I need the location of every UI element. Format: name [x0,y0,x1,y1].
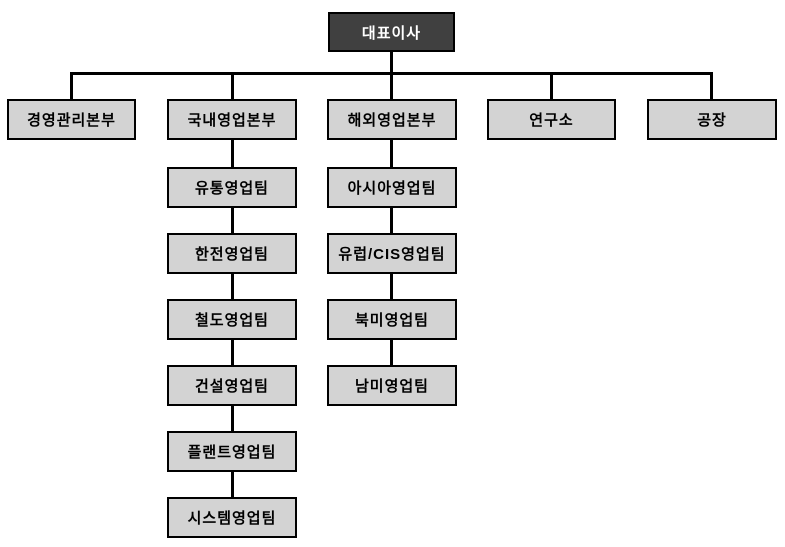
connector-overseas-3 [390,274,393,299]
connector-drop-factory [710,72,713,99]
connector-overseas-1 [390,140,393,167]
connector-overseas-4 [390,340,393,365]
connector-domestic-4 [231,340,234,365]
org-node-research-institute: 연구소 [487,99,616,140]
org-node-kepco-sales-team: 한전영업팀 [167,233,297,274]
org-node-management-division: 경영관리본부 [7,99,136,140]
org-node-domestic-sales-division: 국내영업본부 [167,99,297,140]
org-node-north-america-sales-team: 북미영업팀 [327,299,457,340]
connector-domestic-6 [231,472,234,497]
org-node-factory: 공장 [647,99,777,140]
org-node-overseas-sales-division: 해외영업본부 [327,99,457,140]
org-node-south-america-sales-team: 남미영업팀 [327,365,457,406]
connector-domestic-1 [231,140,234,167]
connector-overseas-2 [390,208,393,233]
org-node-construction-sales-team: 건설영업팀 [167,365,297,406]
org-node-railway-sales-team: 철도영업팀 [167,299,297,340]
connector-domestic-2 [231,208,234,233]
org-node-system-sales-team: 시스템영업팀 [167,497,297,538]
org-node-distribution-sales-team: 유통영업팀 [167,167,297,208]
org-node-europe-cis-sales-team: 유럽/CIS영업팀 [327,233,457,274]
connector-drop-domestic [231,72,234,99]
connector-domestic-3 [231,274,234,299]
connector-drop-research [550,72,553,99]
connector-domestic-5 [231,406,234,431]
connector-root-drop [390,52,393,74]
org-node-asia-sales-team: 아시아영업팀 [327,167,457,208]
connector-drop-mgmt [70,72,73,99]
org-node-plant-sales-team: 플랜트영업팀 [167,431,297,472]
connector-drop-overseas [390,72,393,99]
org-node-ceo: 대표이사 [328,12,455,52]
